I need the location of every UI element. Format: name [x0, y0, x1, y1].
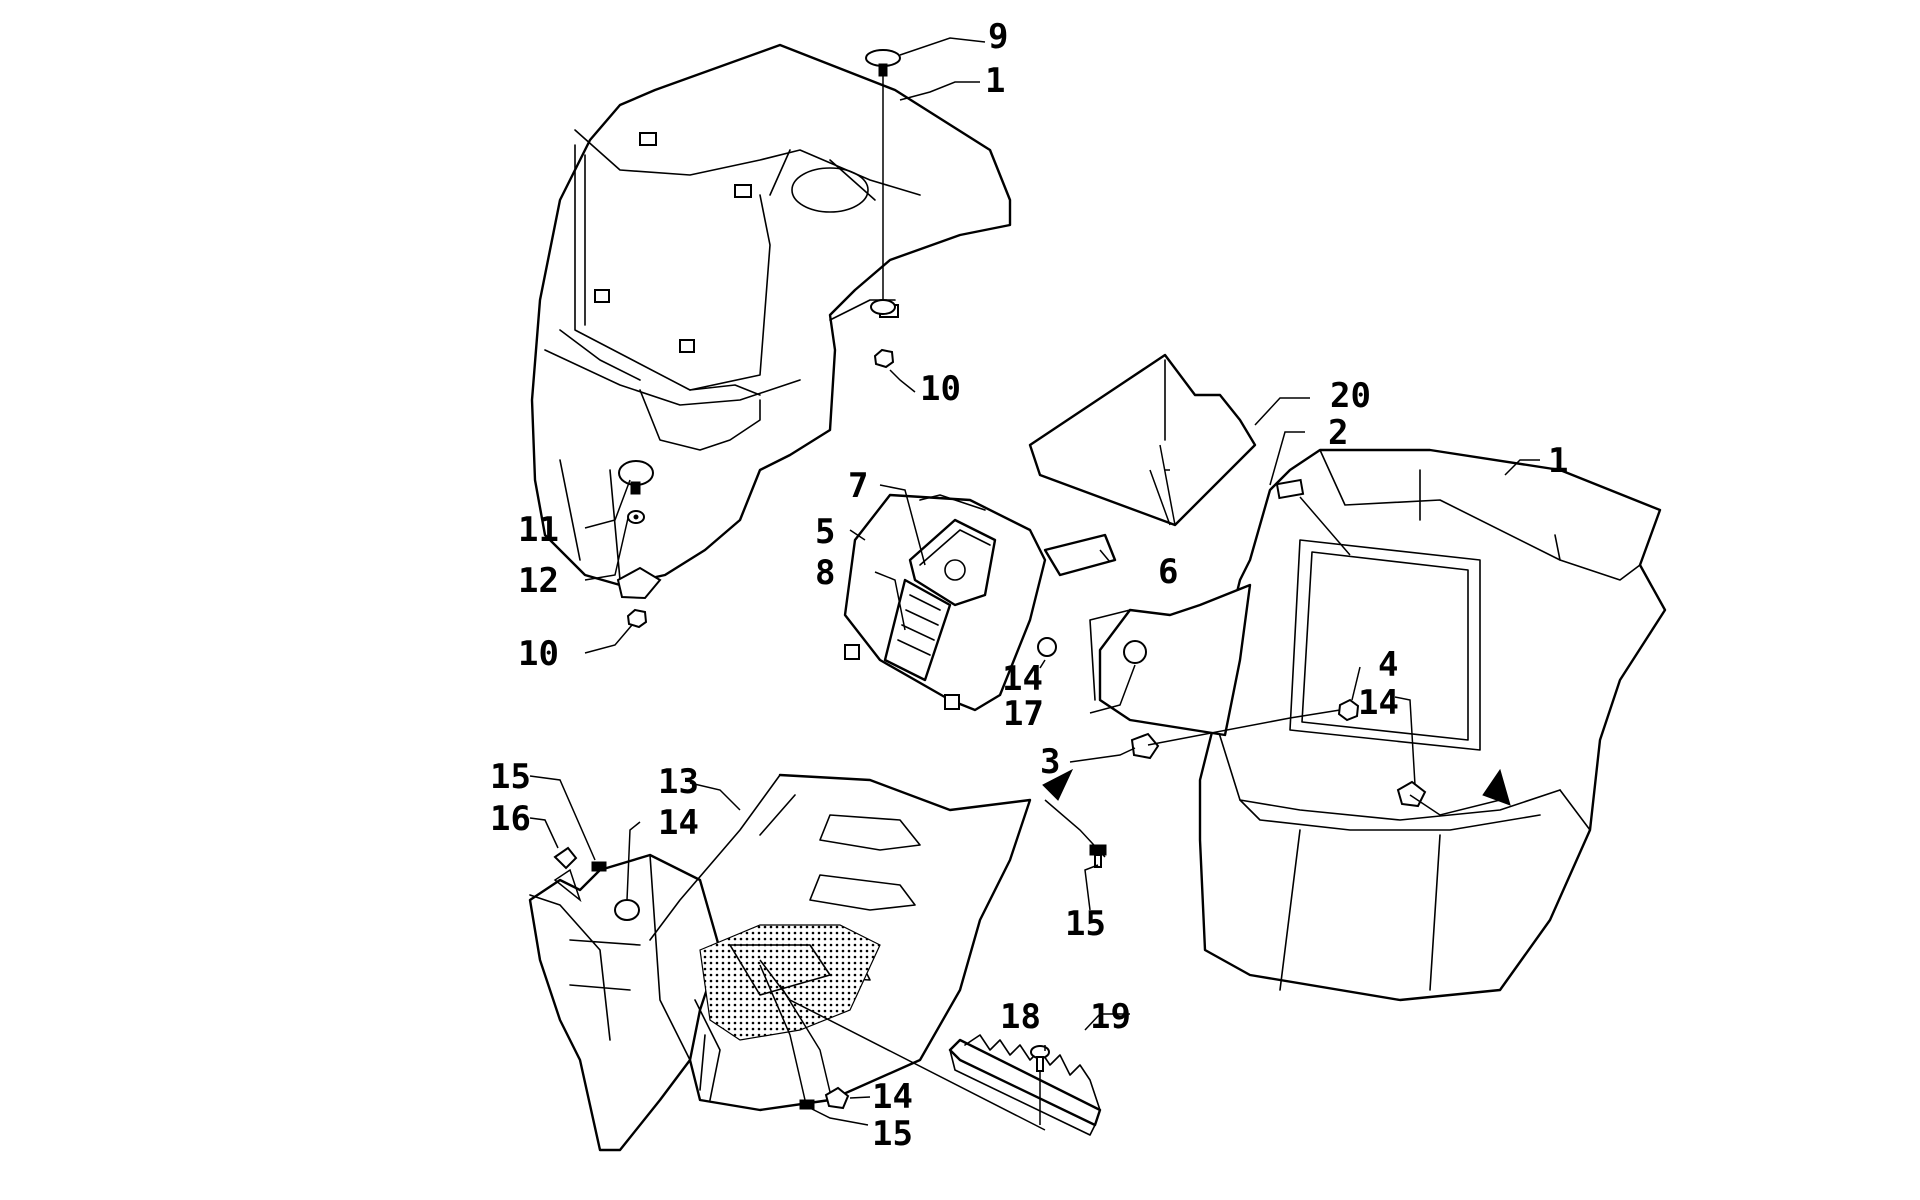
callout-10: 10 [920, 369, 961, 409]
access-cover [843, 493, 1047, 712]
callout-13: 13 [658, 762, 699, 802]
callout-19: 19 [1090, 997, 1131, 1037]
warning-decal [908, 518, 997, 607]
rear-fender [1198, 448, 1667, 1002]
callouts: 9 1 10 20 2 1 7 5 6 8 11 12 10 14 17 4 1… [490, 17, 1568, 1154]
callout-4: 4 [1378, 645, 1398, 685]
callout-20: 20 [1330, 376, 1371, 416]
footwell [528, 773, 1032, 1152]
callout-18: 18 [1000, 997, 1041, 1037]
callout-7: 7 [848, 466, 868, 506]
callout-11: 11 [518, 510, 559, 550]
callout-17: 17 [1003, 694, 1044, 734]
callout-9: 9 [988, 17, 1008, 57]
callout-15: 15 [872, 1114, 913, 1154]
front-fender [530, 43, 1012, 587]
callout-8: 8 [815, 553, 835, 593]
splash-panel [1089, 583, 1252, 737]
callout-3: 3 [1040, 742, 1060, 782]
callout-14: 14 [658, 803, 699, 843]
callout-16: 16 [490, 799, 531, 839]
callout-2: 2 [1328, 413, 1348, 453]
instruction-decal [883, 578, 952, 682]
callout-14: 14 [872, 1077, 913, 1117]
small-decal [1043, 533, 1117, 577]
callout-14: 14 [1358, 683, 1399, 723]
callout-6: 6 [1158, 552, 1178, 592]
callout-5: 5 [815, 512, 835, 552]
callout-15: 15 [490, 757, 531, 797]
callout-1: 1 [1548, 441, 1568, 481]
storage-flap [1028, 353, 1257, 527]
leader-lines [529, 37, 1540, 1131]
callout-10: 10 [518, 634, 559, 674]
callout-14: 14 [1002, 659, 1043, 699]
callout-1: 1 [985, 61, 1005, 101]
callout-12: 12 [518, 561, 559, 601]
callout-15: 15 [1065, 904, 1106, 944]
